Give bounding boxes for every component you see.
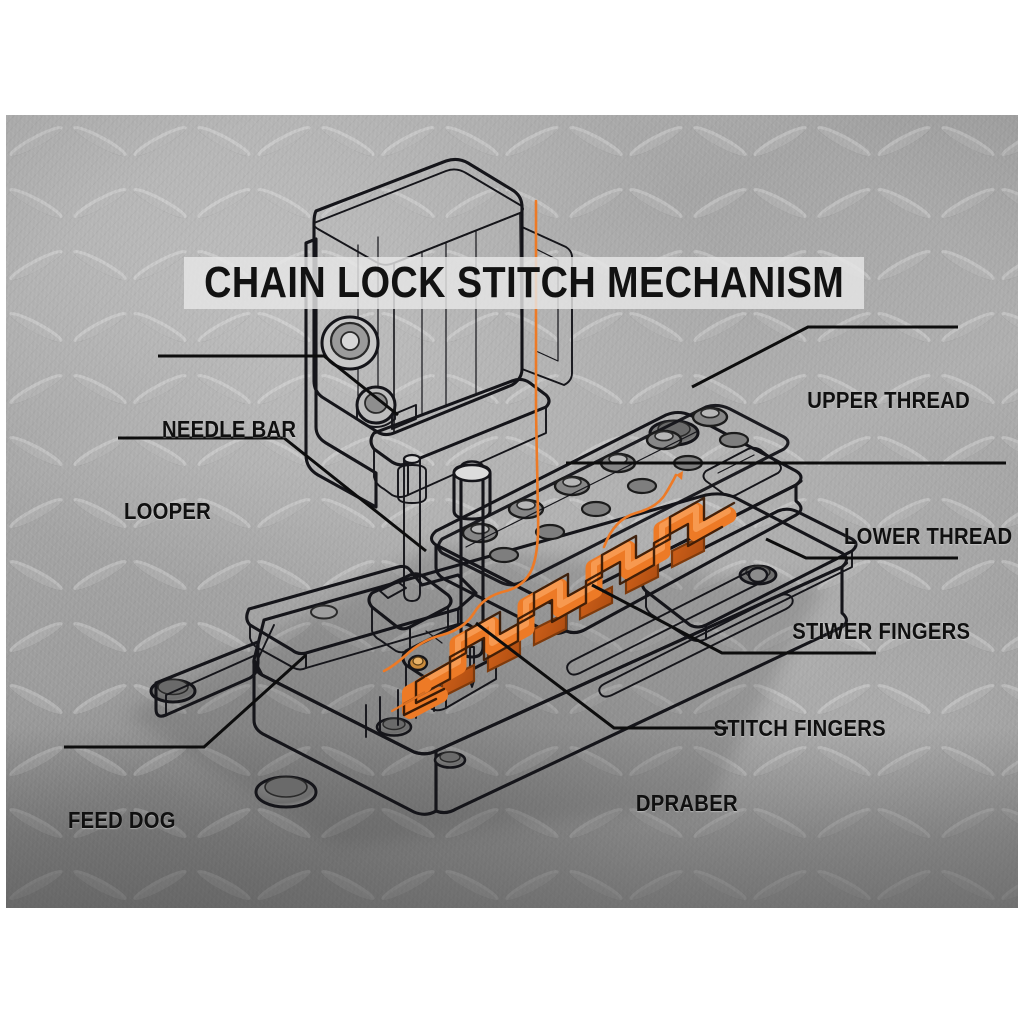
label-needle-bar: NEEDLE BAR	[162, 416, 297, 442]
illustration-panel: NEEDLE BAR LOOPER FEED DOG UPPER THREAD …	[6, 115, 1018, 908]
label-feed-dog: FEED DOG	[68, 807, 176, 833]
roller-chain	[436, 403, 790, 587]
diagram-title-banner: CHAIN LOCK STITCH MECHANISM	[184, 257, 864, 309]
label-stiwer-fingers: STIWER FINGERS	[792, 618, 970, 644]
lower-thread-path	[390, 691, 426, 713]
diagram-title: CHAIN LOCK STITCH MECHANISM	[203, 258, 845, 307]
label-stitch-fingers: STITCH FINGERS	[713, 715, 886, 741]
label-upper-thread: UPPER THREAD	[807, 387, 970, 413]
needle-bar-bushing	[320, 315, 380, 371]
machine-head	[304, 157, 573, 509]
label-looper: LOOPER	[124, 498, 212, 524]
label-dpraber: DPRABER	[636, 790, 738, 816]
thread-trace-b	[602, 471, 683, 549]
upper-thread-path	[532, 199, 540, 565]
thread-trace-a	[382, 561, 536, 673]
label-lower-thread: LOWER THREAD	[843, 523, 1012, 549]
